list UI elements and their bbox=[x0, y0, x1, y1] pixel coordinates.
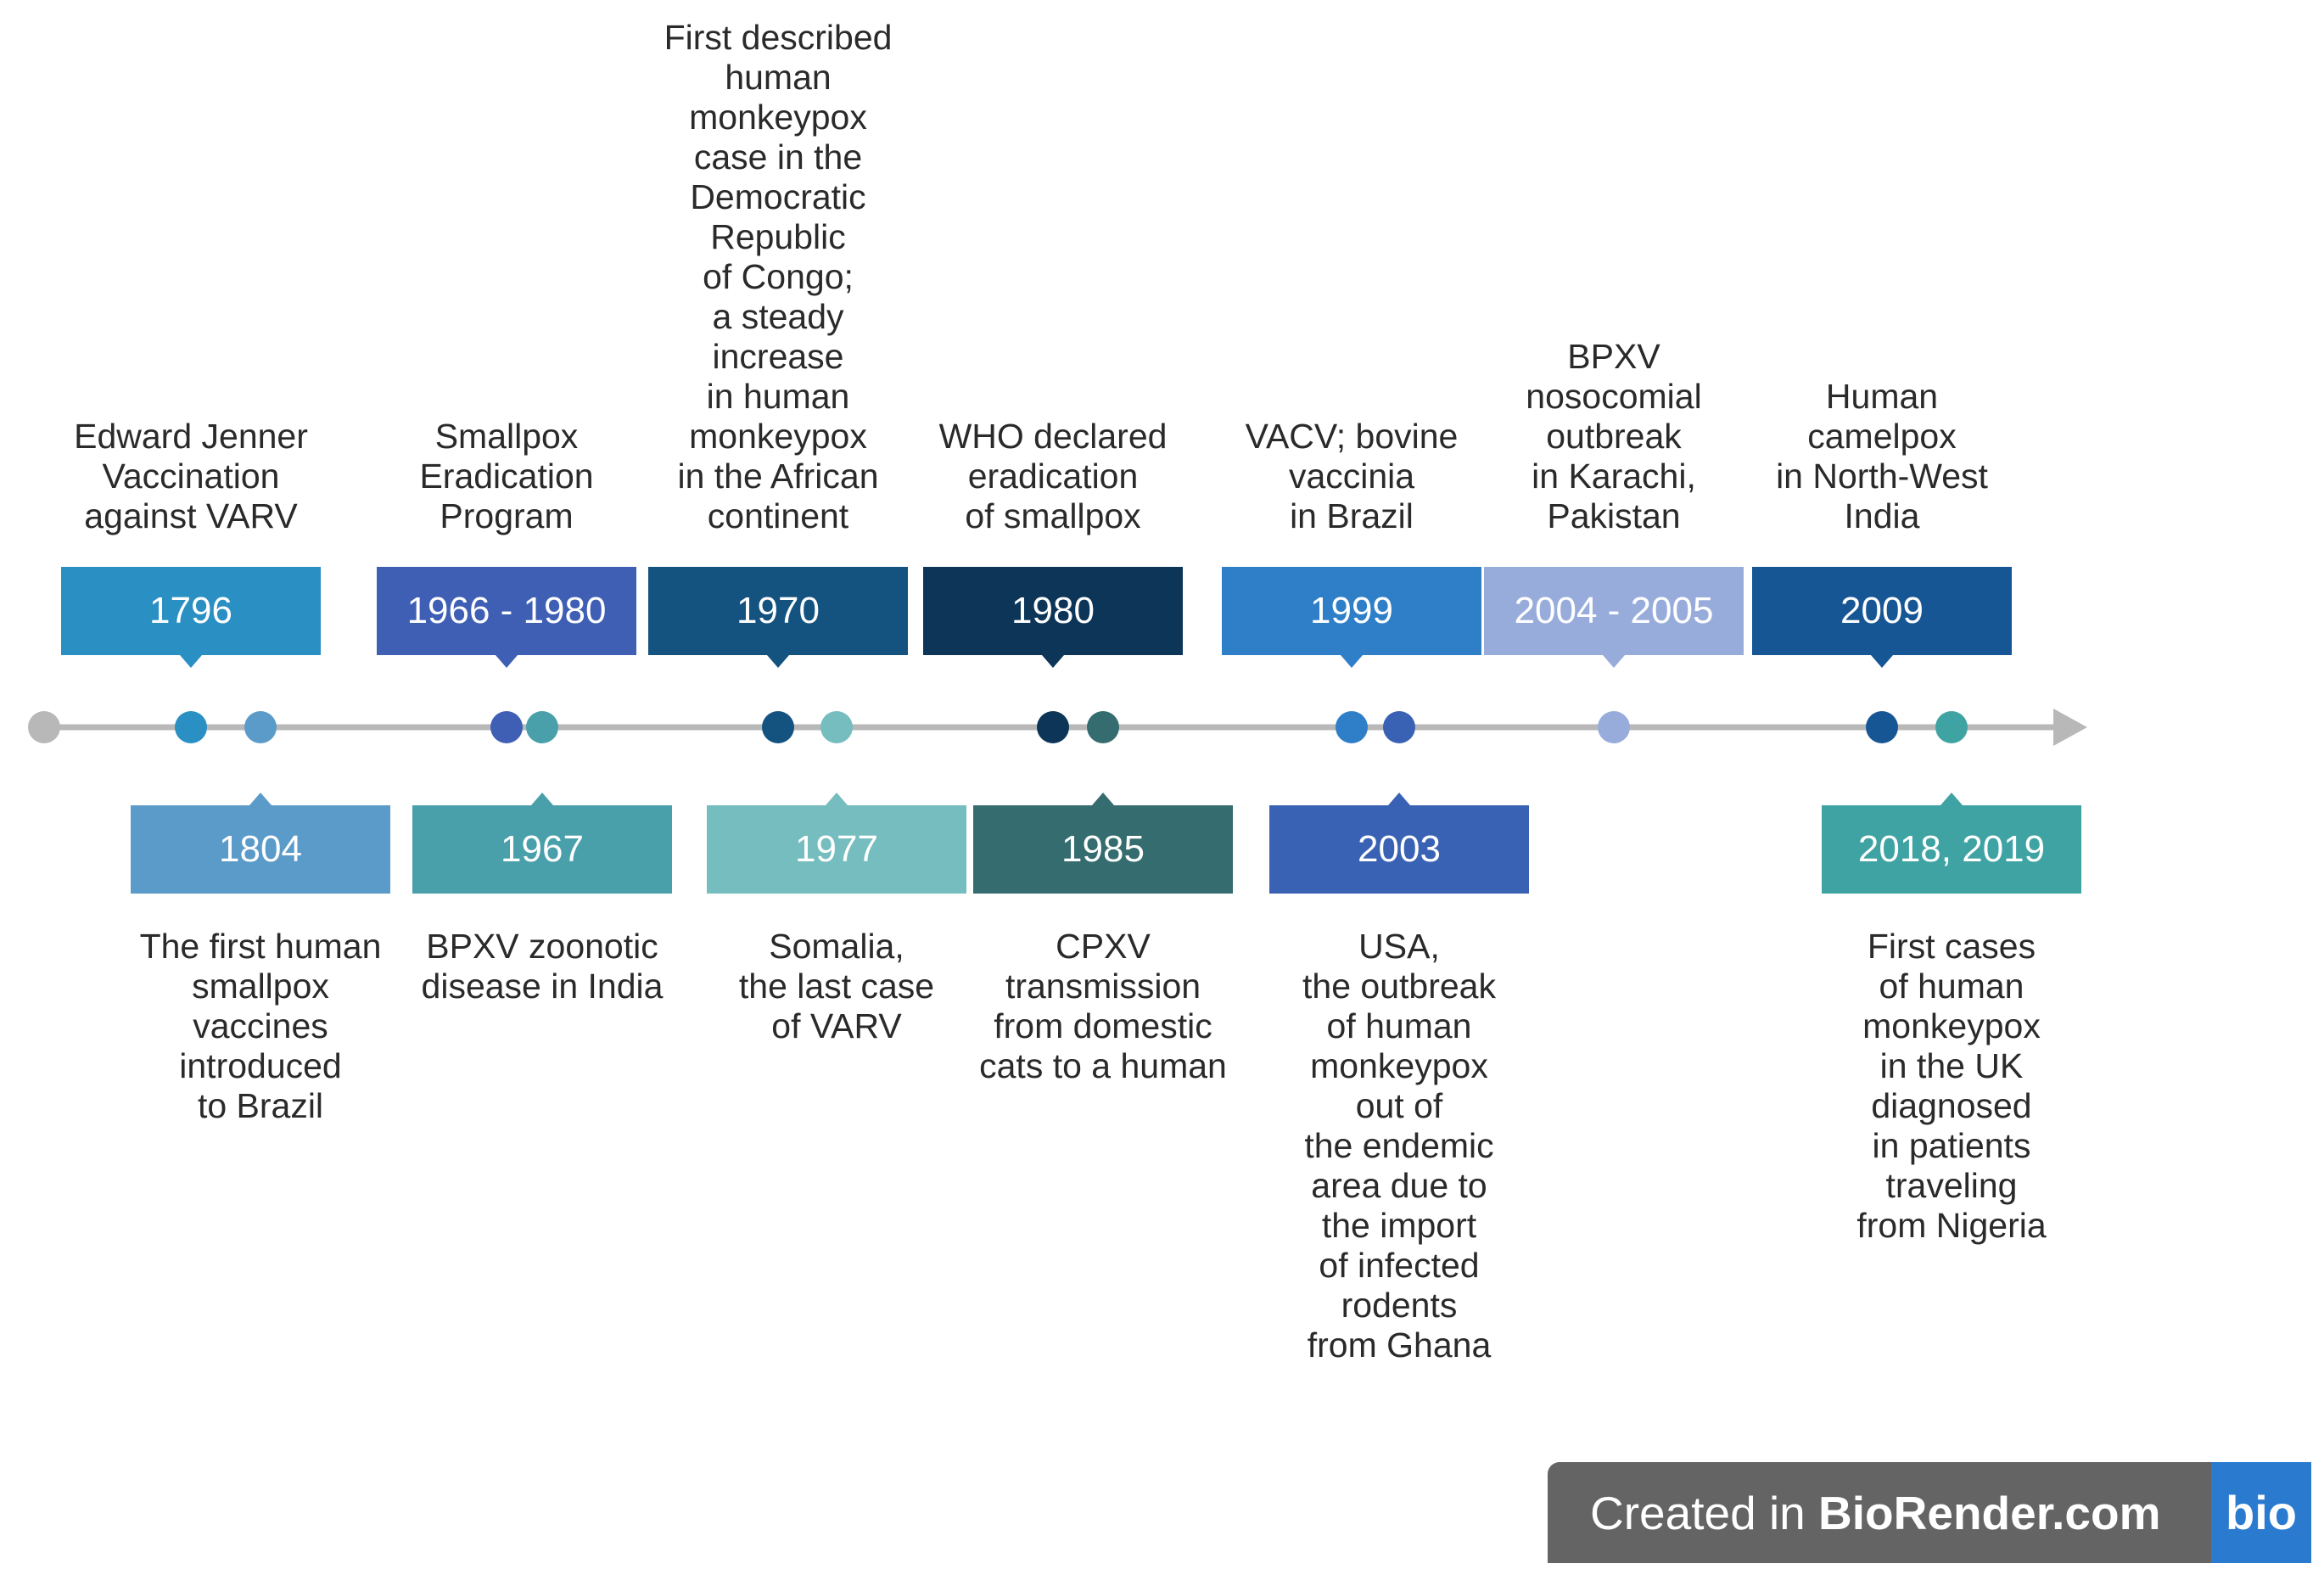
year-box-pointer bbox=[249, 793, 272, 805]
year-box-pointer bbox=[826, 793, 848, 805]
timeline-dot bbox=[490, 711, 523, 743]
event-description: CPXV transmission from domestic cats to … bbox=[979, 927, 1227, 1085]
axis-start-dot bbox=[28, 711, 60, 743]
badge-prefix: Created in bbox=[1590, 1486, 1819, 1539]
year-box-pointer bbox=[1341, 655, 1363, 668]
year-label: 2003 bbox=[1358, 828, 1441, 870]
axis-arrowhead-icon bbox=[2053, 709, 2087, 746]
timeline-dot bbox=[1383, 711, 1415, 743]
timeline-dot bbox=[1866, 711, 1898, 743]
year-box-pointer bbox=[1940, 793, 1963, 805]
year-label: 1970 bbox=[736, 590, 820, 631]
year-label: 1985 bbox=[1061, 828, 1145, 870]
timeline-dot bbox=[175, 711, 207, 743]
biorender-logo-icon: bio bbox=[2211, 1462, 2311, 1563]
year-box-pointer bbox=[1042, 655, 1064, 668]
event-description: BPXV nosocomial outbreak in Karachi, Pak… bbox=[1526, 337, 1702, 535]
event-description: First cases of human monkeypox in the UK… bbox=[1856, 927, 2047, 1245]
year-box: 1804 bbox=[131, 805, 390, 894]
year-box: 1796 bbox=[61, 567, 321, 655]
year-box-pointer bbox=[767, 655, 789, 668]
timeline-dot bbox=[1087, 711, 1119, 743]
timeline-dot bbox=[1935, 711, 1968, 743]
year-box-pointer bbox=[1603, 655, 1625, 668]
year-box-pointer bbox=[496, 655, 518, 668]
event-description: The first human smallpox vaccines introd… bbox=[139, 927, 382, 1125]
event-description: USA, the outbreak of human monkeypox out… bbox=[1302, 927, 1496, 1365]
timeline-dot bbox=[526, 711, 558, 743]
year-box: 1970 bbox=[648, 567, 908, 655]
year-label: 2018, 2019 bbox=[1857, 828, 2046, 870]
event-description: First described human monkeypox case in … bbox=[664, 18, 893, 535]
year-box: 1999 bbox=[1222, 567, 1481, 655]
year-box: 2003 bbox=[1269, 805, 1529, 894]
badge-text: Created in BioRender.com bbox=[1548, 1486, 2160, 1540]
year-box: 2009 bbox=[1752, 567, 2012, 655]
timeline-dot bbox=[1037, 711, 1069, 743]
year-box: 2018, 2019 bbox=[1822, 805, 2081, 894]
year-box-pointer bbox=[1092, 793, 1114, 805]
year-box: 1977 bbox=[707, 805, 966, 894]
timeline-dot bbox=[820, 711, 853, 743]
event-description: Somalia, the last case of VARV bbox=[738, 927, 935, 1045]
event-description: Smallpox Eradication Program bbox=[419, 417, 594, 535]
timeline-dot bbox=[1598, 711, 1630, 743]
year-box-pointer bbox=[531, 793, 553, 805]
badge-brand: BioRender.com bbox=[1818, 1486, 2161, 1539]
event-description: BPXV zoonotic disease in India bbox=[421, 927, 664, 1006]
year-box-pointer bbox=[1871, 655, 1893, 668]
timeline-dot bbox=[762, 711, 794, 743]
year-label: 1977 bbox=[795, 828, 878, 870]
year-label: 1804 bbox=[219, 828, 302, 870]
year-box: 1980 bbox=[923, 567, 1183, 655]
year-box-pointer bbox=[1388, 793, 1410, 805]
year-label: 1967 bbox=[501, 828, 584, 870]
event-description: Human camelpox in North-West India bbox=[1776, 377, 1988, 535]
year-box: 1967 bbox=[412, 805, 672, 894]
event-description: VACV; bovine vaccinia in Brazil bbox=[1245, 417, 1459, 535]
year-box-pointer bbox=[180, 655, 202, 668]
year-box: 2004 - 2005 bbox=[1484, 567, 1744, 655]
biorender-badge[interactable]: Created in BioRender.com bio bbox=[1548, 1462, 2311, 1563]
year-label: 1796 bbox=[149, 590, 232, 631]
timeline-dot bbox=[244, 711, 277, 743]
year-label: 2009 bbox=[1840, 590, 1924, 631]
timeline-dot bbox=[1336, 711, 1368, 743]
event-description: Edward Jenner Vaccination against VARV bbox=[74, 417, 308, 535]
year-box: 1985 bbox=[973, 805, 1233, 894]
year-box: 1966 - 1980 bbox=[377, 567, 636, 655]
year-label: 2004 - 2005 bbox=[1514, 590, 1714, 631]
year-label: 1966 - 1980 bbox=[406, 590, 607, 631]
event-description: WHO declared eradication of smallpox bbox=[938, 417, 1168, 535]
year-label: 1980 bbox=[1011, 590, 1095, 631]
year-label: 1999 bbox=[1310, 590, 1393, 631]
